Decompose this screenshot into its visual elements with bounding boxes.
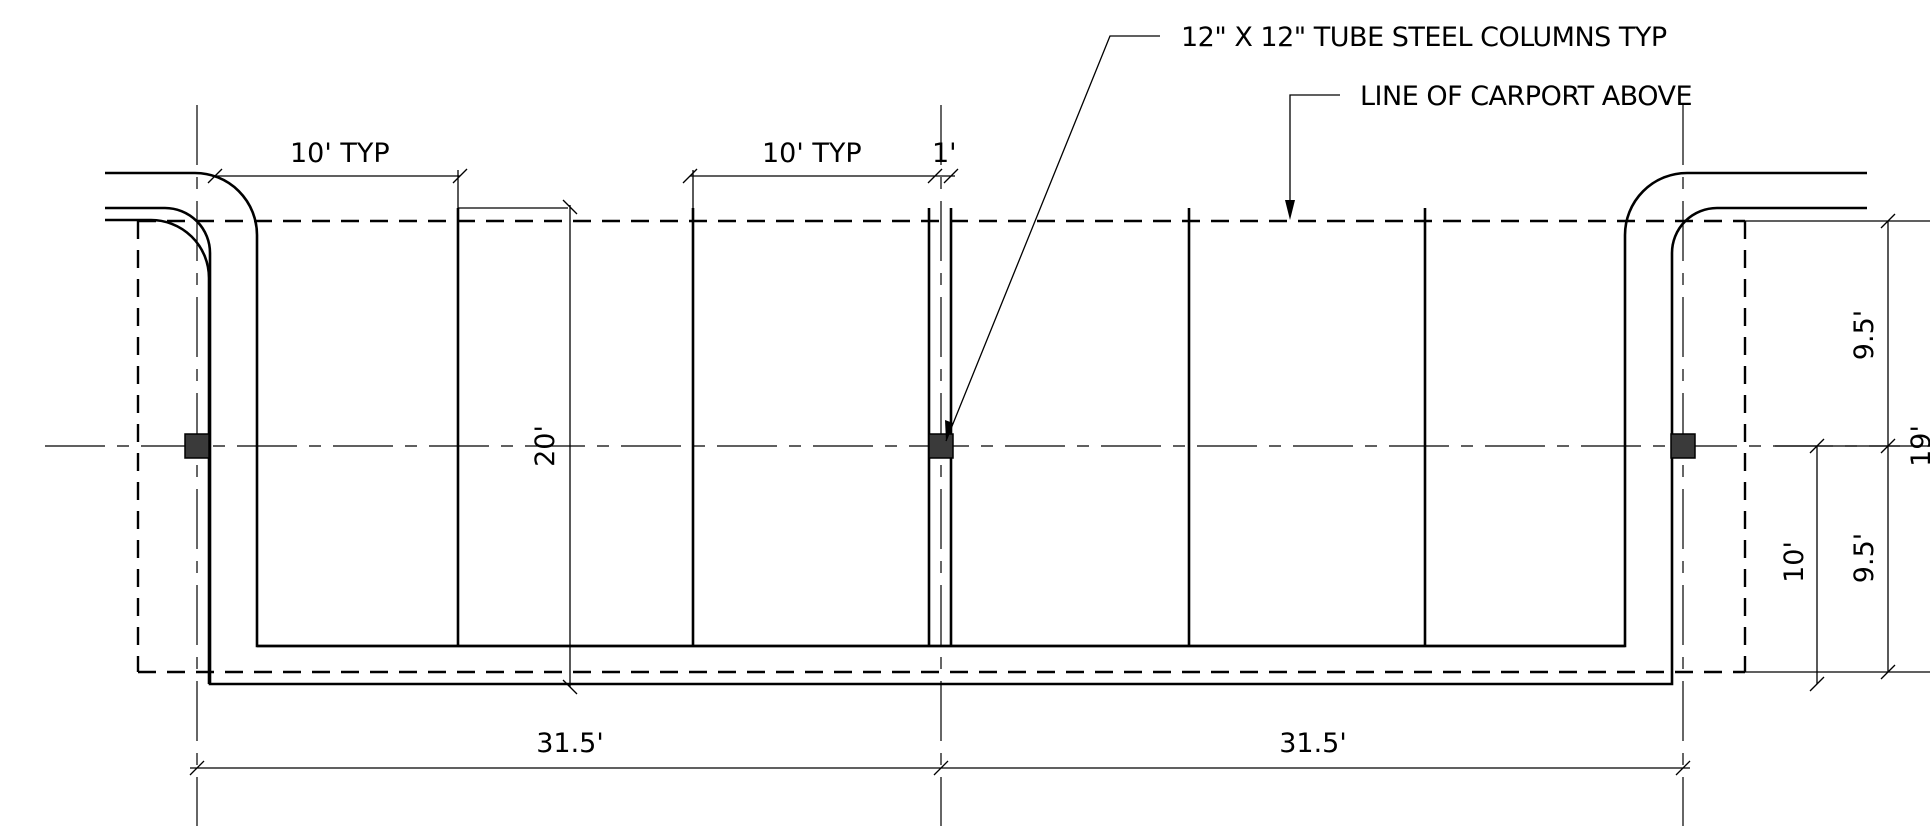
columns-note: 12" X 12" TUBE STEEL COLUMNS TYP [1181,22,1667,53]
depth-dimension [458,199,578,695]
curb-lines [105,171,1867,686]
dim-spacing-mid: 10' TYP [762,138,862,169]
columns-leader [945,35,1160,442]
dim-bottom-left: 31.5' [536,728,604,759]
dim-right-total: 19' [1906,425,1930,467]
column-right [1670,433,1696,459]
dim-spacing-left: 10' TYP [290,138,390,169]
right-dimensions [1745,213,1930,692]
dim-gap: 1' [932,138,957,169]
carport-outline [136,219,1747,674]
tube-steel-columns [184,433,1696,459]
columns-leader-arrow [945,420,953,441]
bottom-dimensions [189,760,1691,776]
dim-right-upper: 9.5' [1849,310,1880,360]
center-lines [45,105,1900,826]
dim-depth: 20' [530,425,561,467]
carport-note: LINE OF CARPORT ABOVE [1360,81,1692,112]
top-dimensions [207,168,959,208]
dim-right-inner: 10' [1779,541,1810,583]
carport-leader-arrow [1285,200,1295,220]
column-middle [928,433,954,459]
leaders [945,35,1340,442]
dim-bottom-right: 31.5' [1279,728,1347,759]
column-left [184,433,210,459]
carport-leader [1289,94,1340,208]
dim-right-lower: 9.5' [1849,533,1880,583]
